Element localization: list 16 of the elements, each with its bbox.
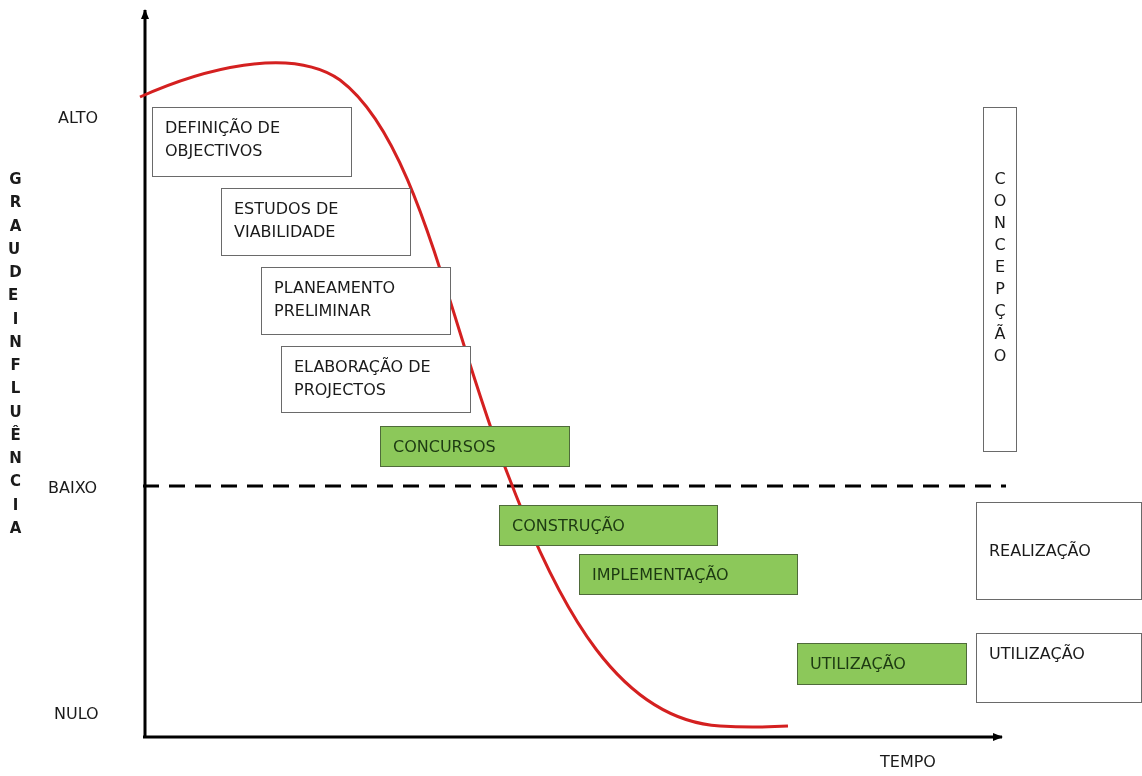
- stage-box: UTILIZAÇÃO: [976, 633, 1142, 703]
- axis-tick-label: BAIXO: [48, 478, 98, 497]
- phase-box: CONSTRUÇÃO: [499, 505, 718, 546]
- stage-box: ELABORAÇÃO DE PROJECTOS: [281, 346, 471, 413]
- axis-tick-label: NULO: [54, 704, 99, 723]
- phase-box: CONCURSOS: [380, 426, 570, 467]
- phase-box: IMPLEMENTAÇÃO: [579, 554, 798, 595]
- stage-box: ESTUDOS DE VIABILIDADE: [221, 188, 411, 256]
- axis-tick-label: ALTO: [58, 108, 99, 127]
- stage-box: PLANEAMENTO PRELIMINAR: [261, 267, 451, 335]
- axis-title: TEMPO: [880, 752, 936, 771]
- axis-title: GRAU DE INFLUÊNCIA: [8, 169, 23, 539]
- stage-box: REALIZAÇÃO: [976, 502, 1142, 600]
- stage-box: DEFINIÇÃO DE OBJECTIVOS: [152, 107, 352, 177]
- stage-box: CONCEPÇÃO: [983, 107, 1017, 452]
- phase-box: UTILIZAÇÃO: [797, 643, 967, 685]
